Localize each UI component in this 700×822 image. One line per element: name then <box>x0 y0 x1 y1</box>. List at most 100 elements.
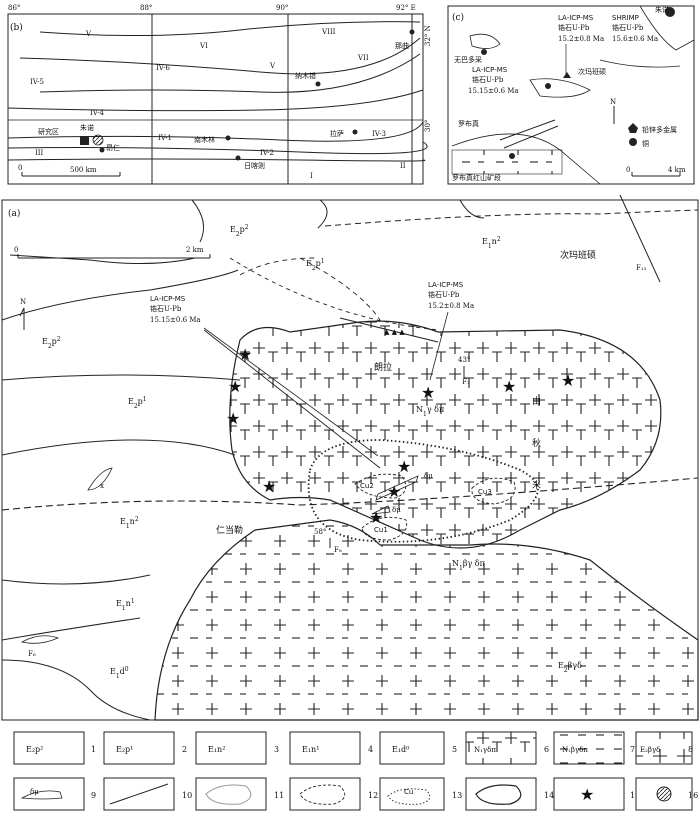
legend-num: 2 <box>182 745 187 754</box>
age-method: SHRIMP <box>612 14 639 22</box>
legend-num: 9 <box>91 791 96 800</box>
svg-text:E1n2: E1n2 <box>120 516 139 530</box>
age-value: 15.2±0.8 Ma <box>558 35 604 43</box>
age-method: LA-ICP-MS <box>428 281 464 289</box>
legend-code: N₁γδπ <box>474 746 496 754</box>
age-value: 15.2±0.8 Ma <box>428 302 474 310</box>
place-label: 次玛班硕 <box>578 67 606 76</box>
age-mineral: 锆石U-Pb <box>428 290 460 299</box>
north-label: N <box>20 298 26 306</box>
lon-tick: 90° <box>276 4 288 12</box>
sample-stars: ★ ★ ★ ★ ★ ★ ★ ★ ★ ★ <box>226 345 575 527</box>
legend-num: 1 <box>91 745 96 754</box>
place-label: 朗拉 <box>374 361 392 373</box>
place-label: 无巴多采 <box>454 55 482 64</box>
fault-label: F₇ <box>462 378 470 386</box>
legend-code: N₁βγδπ <box>562 746 588 754</box>
legend-num: 7 <box>630 745 635 754</box>
place-label: 罗布真 <box>458 119 479 128</box>
svg-text:★: ★ <box>421 383 435 402</box>
panel-c: (c) LA-ICP-MS 锆石U-Pb 15.2±0.8 Ma SHRIMP … <box>447 5 695 185</box>
place-label: 朱诺 <box>655 5 669 14</box>
age-mineral: 锆石U-Pb <box>472 75 504 84</box>
svg-text:x: x <box>100 482 104 490</box>
scale-label: 0 <box>14 246 18 254</box>
panel-b: (b) 86° 88° 90° 92° E 32° N 30° VIII VI … <box>7 4 432 185</box>
legend-code: E₁d⁰ <box>392 745 409 754</box>
place-label: 次玛班硕 <box>560 249 596 261</box>
zhunuo-deposit-marker <box>92 134 104 146</box>
age-value: 15.15±0.6 Ma <box>150 316 201 324</box>
svg-text:E1n2: E1n2 <box>482 236 501 250</box>
zone-label: V <box>85 30 92 38</box>
intrusion-e2-beta-gamma-delta <box>154 519 699 721</box>
legend-code: E₁n¹ <box>302 745 319 754</box>
place-label: 那曲 <box>395 41 409 50</box>
scale-label: 4 km <box>668 166 686 174</box>
legend-num: 5 <box>452 745 457 754</box>
zone-label: VI <box>199 42 208 50</box>
scale-label: 0 <box>626 166 630 174</box>
legend-num: 13 <box>452 791 462 800</box>
scale-label: 500 km <box>70 166 97 174</box>
svg-text:E1d0: E1d0 <box>110 666 129 680</box>
svg-text:★: ★ <box>502 377 516 396</box>
place-label: 米 <box>532 479 541 491</box>
svg-text:E2p1: E2p1 <box>306 258 325 272</box>
svg-text:★: ★ <box>369 508 383 527</box>
zone-label: III <box>35 149 44 157</box>
zone-label: IV-5 <box>30 78 44 86</box>
legend-num: 4 <box>368 745 373 754</box>
fault-label: F₈ <box>334 546 342 554</box>
svg-text:δμ: δμ <box>424 472 433 480</box>
dip-label: 43° <box>458 356 470 364</box>
ore-body-label: Cu2 <box>360 482 374 490</box>
place-label: 仁当勒 <box>216 524 243 536</box>
legend-num: 8 <box>688 745 693 754</box>
legend-code: E₁n² <box>208 745 225 754</box>
svg-text:★: ★ <box>262 477 276 496</box>
legend-label: 铜 <box>642 139 649 148</box>
scale-label: 2 km <box>186 246 204 254</box>
legend-label: 铅锌多金属 <box>642 125 677 134</box>
legend-num: 11 <box>274 791 284 800</box>
age-mineral: 锆石U-Pb <box>612 23 644 32</box>
dip-label: 58° <box>314 528 326 536</box>
age-method: LA-ICP-MS <box>558 14 594 22</box>
svg-text:δμ: δμ <box>392 506 401 514</box>
fault-label: F₁₃ <box>636 264 647 272</box>
place-label: 罗布真红山矿段 <box>452 173 501 182</box>
age-method: LA-ICP-MS <box>472 66 508 74</box>
lat-tick: 30° <box>424 120 432 132</box>
place-label: 昂仁 <box>106 143 120 152</box>
legend-code: Cu <box>404 788 413 796</box>
zone-label: II <box>400 162 406 170</box>
place-label: 由 <box>532 395 541 407</box>
zone-label: IV-4 <box>90 109 105 117</box>
legend-num: 14 <box>544 791 554 800</box>
legend-code: E₂p¹ <box>116 745 133 754</box>
legend: E₂p² 1 E₂p¹ 2 E₁n² 3 E₁n¹ 4 E₁d⁰ 5 N₁γδπ… <box>13 731 698 811</box>
svg-text:★: ★ <box>387 482 401 501</box>
svg-text:E2p2: E2p2 <box>42 336 61 350</box>
age-mineral: 锆石U-Pb <box>558 23 590 32</box>
legend-num: 15 <box>630 791 640 800</box>
zone-label: VII <box>357 54 369 62</box>
zone-label: IV-6 <box>156 64 171 72</box>
study-area-marker <box>80 136 89 145</box>
legend-code: δμ <box>30 788 39 796</box>
panel-b-label: (b) <box>10 22 23 33</box>
fault-label: F₆ <box>28 650 36 658</box>
legend-num: 12 <box>368 791 378 800</box>
age-mineral: 锆石U-Pb <box>150 304 182 313</box>
svg-text:E2p2: E2p2 <box>230 224 249 238</box>
svg-text:★: ★ <box>397 457 411 476</box>
legend-code: E₂βγδ <box>640 746 660 754</box>
svg-text:★: ★ <box>561 371 575 390</box>
lat-tick: 32° N <box>424 25 432 46</box>
age-value: 15.15±0.6 Ma <box>468 87 519 95</box>
intrusion-n1-gamma-delta-pi <box>229 320 662 549</box>
svg-text:★: ★ <box>228 377 242 396</box>
mineralization-boundary <box>307 439 539 543</box>
